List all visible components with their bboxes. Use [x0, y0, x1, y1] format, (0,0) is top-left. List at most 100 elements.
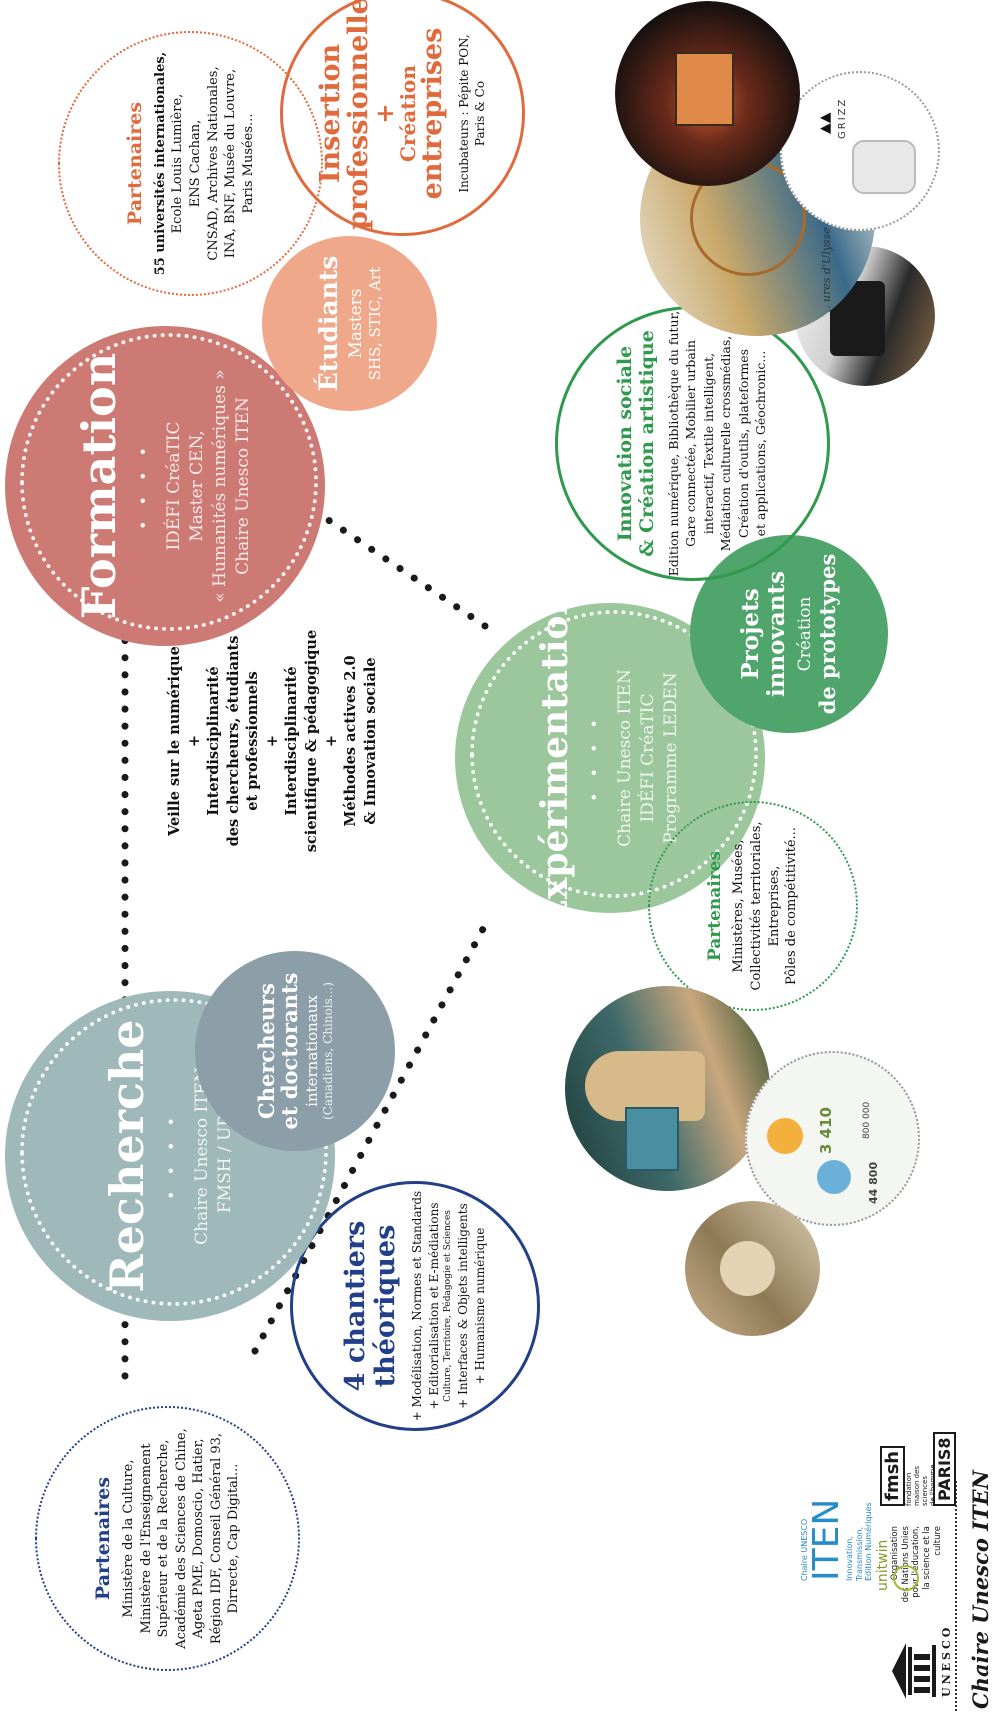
fmsh-sub-line: maison des	[913, 1465, 922, 1506]
photo-map-bubble	[767, 1118, 803, 1154]
chantiers-title-1: 4 chantiers	[340, 1220, 372, 1392]
innovation-line: interactif, Textile intelligent,	[700, 352, 716, 535]
formation-line: « Humanités numériques »	[209, 369, 230, 603]
photo-map-number: 800 000	[862, 1101, 872, 1139]
fmsh-logo: fmsh fondation maison des sciences de l'…	[880, 1426, 937, 1506]
innovation-line: Création d'outils, plateformes	[735, 348, 751, 539]
insertion-text: Incubateurs : Pépite PON, Paris & Co	[456, 34, 488, 192]
innovation-title-2: & Création artistique	[636, 330, 658, 557]
photo-robot-shape	[852, 140, 916, 194]
center-text-line: Veille sur le numérique	[166, 646, 183, 836]
experimentation-line: Chaire Unesco ITEN	[614, 669, 635, 847]
fmsh-sub-line: sciences	[921, 1476, 930, 1506]
projets-line-1: Projets	[737, 588, 765, 680]
center-text-line: Interdisciplinarité	[283, 666, 301, 816]
partenaires-formation-line: Ecole Louis Lumière,	[170, 93, 186, 234]
partenaires-formation-circle: Partenaires 55 universités international…	[58, 31, 323, 296]
chercheurs-circle: Chercheurs et doctorants internationaux …	[195, 951, 395, 1151]
photo-map-bubble	[817, 1160, 851, 1194]
insertion-plus: +	[370, 103, 400, 124]
unitwin-logo: unitwin	[875, 1501, 919, 1591]
photo-map: 44 800 3 410 800 000	[745, 1051, 920, 1226]
insertion-line-4: entreprises	[417, 27, 449, 200]
partenaires-recherche-line: Académie des Sciences de Chine,	[173, 1428, 189, 1649]
formation-dots: • • • •	[133, 442, 153, 531]
etudiants-line-2: SHS, STIC, Art	[366, 266, 385, 381]
iten-sub-line: Edition Numériques	[864, 1502, 874, 1581]
partenaires-recherche-line: Dirrecte, Cap Digital...	[226, 1463, 242, 1614]
innovation-text: Edition numérique, Bibliothèque du futur…	[665, 311, 770, 576]
partenaires-exp-line: Pôles de compétitivité...	[784, 827, 800, 985]
photo-crowd-screen	[675, 52, 734, 126]
innovation-line: Gare connectée, Mobilier urbain	[683, 340, 699, 547]
chantiers-item: + Modélisation, Normes et Standards	[409, 1190, 424, 1422]
unitwin-wordmark: unitwin	[875, 1539, 891, 1591]
photo-crowd	[615, 1, 800, 186]
projets-line-2: innovants	[762, 570, 790, 698]
experimentation-line: Programme LEDEN	[660, 672, 681, 844]
chercheurs-line-3: internationaux	[303, 995, 322, 1107]
partenaires-exp-circle: Partenaires Ministères, Musées, Collecti…	[648, 801, 858, 1011]
center-text-plus: +	[322, 734, 340, 748]
center-text-line: Interdisciplinarité	[205, 666, 223, 816]
connector-recherche-experimentation	[251, 912, 494, 1355]
bear-icon: ▲▲	[817, 112, 833, 134]
chantiers-item: + Interfaces & Objets intelligents	[455, 1203, 470, 1409]
chercheurs-line-2: et doctorants	[277, 972, 302, 1130]
recherche-title: Recherche	[100, 1019, 155, 1293]
experimentation-title: Expérimentation	[534, 589, 577, 927]
recherche-dots: • • • •	[161, 1112, 181, 1201]
chantiers-item: + Editorialisation et E-médiations	[426, 1202, 441, 1410]
innovation-line: Edition numérique, Bibliothèque du futur…	[665, 310, 681, 577]
etudiants-title: Étudiants	[313, 255, 343, 392]
partenaires-recherche-text: Ministère de la Culture, Ministère de l'…	[120, 1428, 243, 1649]
photo-robot-label: GRIZZ	[837, 97, 848, 139]
projets-line-3: Création	[794, 596, 815, 672]
partenaires-recherche-circle: Partenaires Ministère de la Culture, Min…	[35, 1406, 300, 1671]
innovation-line: Médiation culturelle crossmédias,	[718, 335, 734, 552]
experimentation-line: IDÉFI CréaTIC	[637, 693, 658, 823]
partenaires-exp-line: Entreprises,	[766, 865, 782, 947]
formation-line: IDÉFI CréaTIC	[163, 421, 184, 551]
partenaires-recherche-title: Partenaires	[92, 1476, 115, 1601]
formation-title: Formation	[72, 352, 127, 620]
chercheurs-line-4: (Canadiens, Chinois...)	[321, 982, 336, 1120]
logo-divider	[955, 1481, 957, 1711]
temple-icon	[892, 1643, 936, 1699]
partenaires-exp-title: Partenaires	[705, 850, 726, 962]
insertion-line-3: Création	[396, 65, 421, 162]
partenaires-formation-bold: 55 universités internationales,	[152, 51, 168, 276]
partenaires-recherche-line: Ageta PME, Domoscio, Hatier,	[191, 1438, 207, 1639]
photo-hand-shape	[720, 1241, 775, 1296]
globe-icon	[893, 1565, 919, 1591]
partenaires-formation-line: Paris Musées...	[240, 113, 256, 214]
formation-line: Chaire Unesco ITEN	[232, 397, 253, 575]
center-text-block: Veille sur le numérique + Interdisciplin…	[165, 611, 380, 871]
photo-touch-screen	[565, 986, 770, 1191]
center-text-line: scientifique & pédagogique	[302, 629, 320, 853]
chantiers-item-sub: Culture, Territoire, Pédagogie et Scienc…	[443, 1210, 454, 1402]
partenaires-formation-text: Ecole Louis Lumière, ENS Cachan, CNSAD, …	[169, 66, 257, 260]
etudiants-line-1: Masters	[346, 288, 367, 359]
paris8-wordmark: PARIS8	[933, 1432, 956, 1506]
partenaires-exp-line: Collectivités territoriales,	[748, 821, 764, 991]
fmsh-sub-line: fondation	[905, 1472, 913, 1506]
chantiers-item: + Humanisme numérique	[472, 1227, 487, 1385]
center-text-line: & Innovation sociale	[361, 657, 379, 825]
paris8-logo: PARIS8	[933, 1432, 956, 1506]
iten-sub: Innovation, Transmission, Edition Numéri…	[845, 1451, 874, 1581]
etudiants-circle: Étudiants Masters SHS, STIC, Art	[262, 236, 437, 411]
chantiers-circle: 4 chantiers théoriques + Modélisation, N…	[290, 1181, 540, 1431]
partenaires-formation-line: CNSAD, Archives Nationales,	[205, 66, 221, 261]
fmsh-wordmark: fmsh	[880, 1445, 905, 1506]
partenaires-recherche-line: Supérieur et de la Recherche,	[156, 1439, 172, 1638]
formation-line: Master CEN,	[186, 430, 207, 542]
partenaires-formation-title: Partenaires	[123, 101, 146, 226]
insertion-line-2: professionnelle	[343, 0, 375, 230]
iten-sub-line: Transmission,	[854, 1526, 864, 1581]
center-text-line: Méthodes actives 2.0	[342, 655, 360, 827]
projets-line-4: de prototypes	[814, 553, 840, 715]
chercheurs-line-1: Chercheurs	[253, 983, 279, 1119]
partenaires-recherche-line: Ministère de la Culture,	[121, 1459, 137, 1618]
innovation-circle: Innovation sociale & Création artistique…	[555, 306, 830, 581]
